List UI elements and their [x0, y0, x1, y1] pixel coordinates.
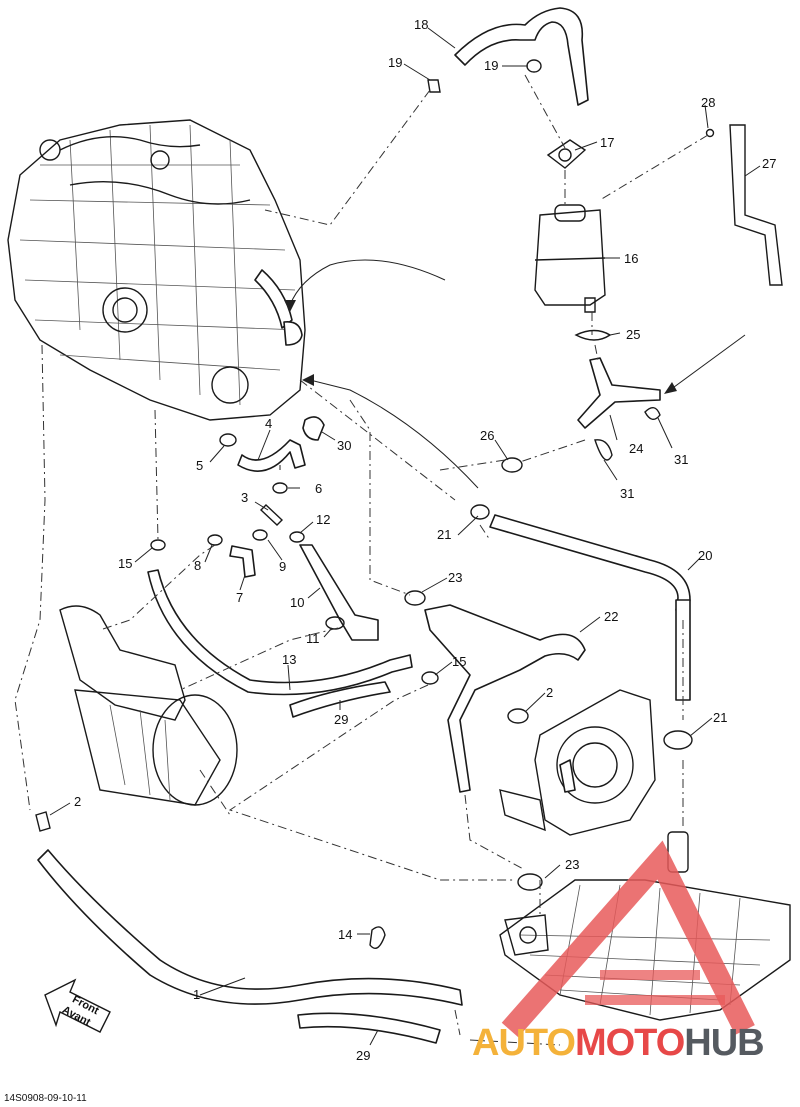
- watermark-part-hub: HUB: [684, 1022, 764, 1064]
- callout-25: 25: [626, 327, 640, 342]
- callout-17: 17: [600, 135, 614, 150]
- callout-7: 7: [236, 590, 243, 605]
- callout-29-upper: 29: [334, 712, 348, 727]
- callout-15-left: 15: [118, 556, 132, 571]
- callout-28: 28: [701, 95, 715, 110]
- drawing-reference: 14S0908-09-10-11: [4, 1093, 87, 1104]
- callout-2-left: 2: [74, 794, 81, 809]
- callout-4: 4: [265, 416, 272, 431]
- engine-assembly: [7, 119, 306, 421]
- callout-11: 11: [306, 631, 320, 646]
- callout-13: 13: [282, 652, 296, 667]
- callout-10: 10: [290, 595, 304, 610]
- callout-1: 1: [193, 987, 200, 1002]
- front-arrow: Front Avant: [44, 978, 111, 1033]
- watermark-part-moto: MOTO: [574, 1022, 685, 1064]
- watermark-logo: [501, 840, 755, 1038]
- exhaust-muffler: [59, 605, 238, 806]
- callout-2-right: 2: [546, 685, 553, 700]
- callout-27: 27: [762, 156, 776, 171]
- tie-wraps: [369, 407, 661, 949]
- callout-6: 6: [315, 481, 322, 496]
- clamps: [35, 59, 715, 891]
- hoses: [37, 7, 783, 1044]
- callout-23-lower: 23: [565, 857, 579, 872]
- routing-lines: [14, 74, 709, 1046]
- callout-21-lower: 21: [713, 710, 727, 725]
- callout-14: 14: [338, 927, 352, 942]
- callout-26: 26: [480, 428, 494, 443]
- watermark-part-auto: AUTO: [472, 1022, 576, 1064]
- callout-12: 12: [316, 512, 330, 527]
- water-pump-housing: [499, 689, 656, 836]
- callout-5: 5: [196, 458, 203, 473]
- callout-20: 20: [698, 548, 712, 563]
- callout-9: 9: [279, 559, 286, 574]
- flow-arrows: [279, 259, 746, 489]
- leader-lines: [49, 27, 761, 1046]
- callout-22: 22: [604, 609, 618, 624]
- callout-8: 8: [194, 558, 201, 573]
- callout-numbers: 18 19 19 17 28 27 16 25 26 24 31 31 4 30…: [74, 17, 776, 1063]
- callout-21-upper: 21: [437, 527, 451, 542]
- callout-19-left: 19: [388, 55, 402, 70]
- coolant-reservoir: [534, 204, 606, 313]
- callout-18: 18: [414, 17, 428, 32]
- callout-23-upper: 23: [448, 570, 462, 585]
- reservoir-cap: [546, 139, 587, 169]
- callout-29-lower: 29: [356, 1048, 370, 1063]
- callout-3: 3: [241, 490, 248, 505]
- callout-16: 16: [624, 251, 638, 266]
- callout-30: 30: [337, 438, 351, 453]
- watermark-text: AUTOMOTOHUB: [472, 1022, 765, 1065]
- callout-24: 24: [629, 441, 643, 456]
- callout-15-right: 15: [452, 654, 466, 669]
- callout-31-lower: 31: [620, 486, 634, 501]
- callout-19-right: 19: [484, 58, 498, 73]
- callout-31-right: 31: [674, 452, 688, 467]
